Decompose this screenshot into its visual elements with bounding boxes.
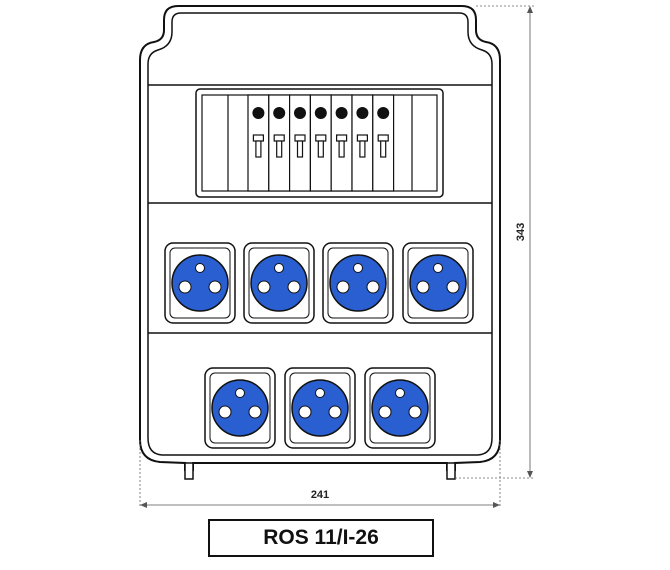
breaker-module: [289, 94, 312, 192]
earth-pin-hole: [195, 263, 205, 273]
breaker-indicator-dot: [335, 107, 348, 119]
enclosure-inner-outline: [147, 12, 493, 456]
breaker-indicator-dot: [314, 107, 327, 119]
breaker-lever: [338, 140, 345, 158]
socket-face: [250, 254, 308, 312]
breaker-module: [247, 94, 270, 192]
breaker-lever-head: [294, 134, 306, 142]
socket-face: [329, 254, 387, 312]
breaker-module: [372, 94, 395, 192]
socket-face: [371, 379, 429, 437]
pin-hole-left: [178, 280, 192, 294]
earth-pin-hole: [395, 388, 405, 398]
socket-group: [164, 242, 474, 449]
enclosure-foot-left: [184, 462, 194, 480]
pin-hole-left: [298, 405, 312, 419]
enclosure-foot-right: [446, 462, 456, 480]
earth-pin-hole: [274, 263, 284, 273]
breaker-indicator-dot: [252, 107, 265, 119]
breaker-lever: [296, 140, 304, 158]
pin-hole-right: [446, 280, 460, 294]
socket-face: [171, 254, 229, 312]
breaker-lever: [255, 140, 262, 158]
pin-hole-right: [208, 280, 222, 294]
breaker-lever: [359, 140, 366, 158]
breaker-indicator-dot: [377, 107, 390, 119]
breaker-module: [351, 94, 374, 192]
socket-outlet: [284, 367, 356, 449]
pin-hole-right: [328, 405, 342, 419]
breaker-lever-head: [336, 134, 348, 142]
pin-hole-right: [248, 405, 262, 419]
breaker-lever: [380, 140, 387, 158]
height-dimension-label: 343: [515, 223, 527, 241]
breaker-lever: [276, 140, 283, 158]
earth-pin-hole: [235, 388, 245, 398]
pin-hole-left: [416, 280, 430, 294]
pin-hole-right: [287, 280, 301, 294]
breaker-lever-head: [315, 134, 327, 142]
breaker-module: [330, 94, 353, 192]
earth-pin-hole: [353, 263, 363, 273]
breaker-lever-head: [377, 134, 389, 142]
earth-pin-hole: [433, 263, 443, 273]
breaker-lever-head: [252, 134, 264, 142]
earth-pin-hole: [315, 388, 325, 398]
height-dimension: 343: [455, 5, 534, 479]
socket-face: [409, 254, 467, 312]
model-label: ROS 11/I-26: [263, 526, 379, 549]
width-dimension: 241: [139, 440, 501, 508]
pin-hole-left: [378, 405, 392, 419]
socket-face: [211, 379, 269, 437]
socket-outlet: [164, 242, 236, 324]
pin-hole-right: [408, 405, 422, 419]
pin-hole-right: [366, 280, 380, 294]
socket-outlet: [402, 242, 474, 324]
socket-outlet: [322, 242, 394, 324]
pin-hole-left: [257, 280, 271, 294]
breaker-indicator-dot: [294, 107, 306, 119]
breaker-lever-head: [273, 134, 285, 142]
pin-hole-left: [336, 280, 350, 294]
breaker-group: [227, 94, 413, 192]
socket-face: [291, 379, 349, 437]
breaker-lever: [317, 140, 324, 158]
socket-outlet: [204, 367, 276, 449]
socket-outlet: [243, 242, 315, 324]
model-label-box: ROS 11/I-26: [208, 519, 434, 557]
breaker-module: [309, 94, 332, 192]
breaker-lever-head: [356, 134, 368, 142]
width-dimension-label: 241: [311, 489, 329, 501]
socket-outlet: [364, 367, 436, 449]
breaker-module: [268, 94, 291, 192]
breaker-indicator-dot: [356, 107, 369, 119]
breaker-indicator-dot: [273, 107, 286, 119]
pin-hole-left: [218, 405, 232, 419]
